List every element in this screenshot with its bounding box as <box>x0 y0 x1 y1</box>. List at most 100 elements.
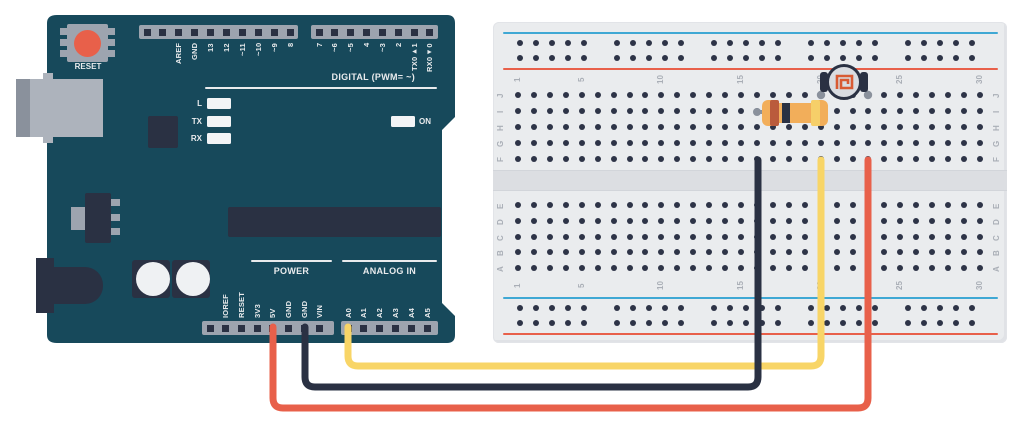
breadboard-rail-hole[interactable] <box>581 40 587 46</box>
pin-digital-left-13[interactable] <box>207 28 215 36</box>
breadboard-hole-A30[interactable] <box>976 265 983 271</box>
breadboard-rail-hole[interactable] <box>921 305 927 311</box>
breadboard-hole-H17[interactable] <box>769 124 776 130</box>
breadboard-hole-F22[interactable] <box>849 156 856 162</box>
breadboard-rail-hole[interactable] <box>549 55 555 61</box>
breadboard-rail-hole[interactable] <box>565 320 571 326</box>
breadboard-hole-J7[interactable] <box>610 92 617 98</box>
breadboard-hole-E9[interactable] <box>642 202 649 208</box>
breadboard-hole-C21[interactable] <box>833 233 840 240</box>
pin-digital-right-4[interactable] <box>363 28 371 36</box>
breadboard-hole-B1[interactable] <box>515 249 521 255</box>
breadboard-hole-H25[interactable] <box>897 124 904 130</box>
breadboard-hole-I23[interactable] <box>865 108 872 114</box>
breadboard-rail-hole[interactable] <box>727 305 733 311</box>
breadboard-hole-I12[interactable] <box>690 108 697 114</box>
breadboard-hole-H4[interactable] <box>562 124 569 130</box>
breadboard-hole-G12[interactable] <box>690 140 697 146</box>
breadboard-hole-D7[interactable] <box>610 218 617 224</box>
breadboard-hole-H8[interactable] <box>626 124 633 130</box>
breadboard-hole-I26[interactable] <box>913 108 920 114</box>
breadboard-rail-hole[interactable] <box>565 305 571 311</box>
breadboard-rail-hole[interactable] <box>808 40 814 46</box>
breadboard-hole-J26[interactable] <box>913 92 920 98</box>
breadboard-hole-F14[interactable] <box>722 156 729 162</box>
breadboard-rail-hole[interactable] <box>969 320 975 326</box>
breadboard-hole-I8[interactable] <box>626 108 633 114</box>
breadboard-hole-I10[interactable] <box>658 108 665 114</box>
breadboard-rail-hole[interactable] <box>775 40 781 46</box>
breadboard-hole-A27[interactable] <box>929 265 936 271</box>
breadboard-hole-A19[interactable] <box>801 265 808 271</box>
breadboard-hole-D21[interactable] <box>833 218 840 224</box>
breadboard-hole-B4[interactable] <box>562 249 569 255</box>
breadboard-rail-hole[interactable] <box>969 305 975 311</box>
pin-power-3V3[interactable] <box>253 324 261 332</box>
breadboard-hole-B17[interactable] <box>769 249 776 255</box>
breadboard-hole-J30[interactable] <box>976 92 983 98</box>
breadboard-rail-hole[interactable] <box>937 40 943 46</box>
breadboard-rail-hole[interactable] <box>905 40 911 46</box>
breadboard-hole-H18[interactable] <box>785 124 792 130</box>
breadboard-rail-hole[interactable] <box>937 320 943 326</box>
wire-5v-5V-to-F23[interactable] <box>269 156 872 412</box>
breadboard-hole-E25[interactable] <box>897 202 904 208</box>
breadboard-hole-I21[interactable] <box>833 108 840 114</box>
breadboard-hole-D22[interactable] <box>849 218 856 224</box>
breadboard-hole-F15[interactable] <box>738 156 745 162</box>
breadboard-rail-hole[interactable] <box>856 320 862 326</box>
breadboard-hole-J1[interactable] <box>515 92 521 98</box>
breadboard-rail-hole[interactable] <box>856 40 862 46</box>
breadboard-hole-C4[interactable] <box>562 233 569 240</box>
pin-digital-left-1[interactable] <box>159 28 167 36</box>
breadboard-hole-C30[interactable] <box>976 233 983 240</box>
breadboard-rail-hole[interactable] <box>630 40 636 46</box>
breadboard-hole-G21[interactable] <box>833 140 840 146</box>
breadboard-hole-C8[interactable] <box>626 233 633 240</box>
breadboard-rail-hole[interactable] <box>953 40 959 46</box>
breadboard-rail-hole[interactable] <box>905 305 911 311</box>
breadboard-hole-J2[interactable] <box>530 92 537 98</box>
breadboard-hole-I3[interactable] <box>546 108 553 114</box>
breadboard-hole-D4[interactable] <box>562 218 569 224</box>
breadboard-hole-B24[interactable] <box>881 249 888 255</box>
breadboard-hole-G25[interactable] <box>897 140 904 146</box>
photoresistor[interactable] <box>816 64 873 100</box>
breadboard-hole-I6[interactable] <box>594 108 601 114</box>
breadboard-hole-H9[interactable] <box>642 124 649 130</box>
breadboard-rail-hole[interactable] <box>775 55 781 61</box>
breadboard-hole-B13[interactable] <box>706 249 713 255</box>
pin-analog-A5[interactable] <box>423 324 431 332</box>
breadboard-rail-hole[interactable] <box>533 55 539 61</box>
breadboard-hole-C1[interactable] <box>515 233 521 240</box>
pin-digital-left-~9[interactable] <box>270 28 278 36</box>
breadboard-hole-C27[interactable] <box>929 233 936 240</box>
breadboard-hole-A18[interactable] <box>785 265 792 271</box>
breadboard-rail-hole[interactable] <box>646 55 652 61</box>
breadboard-hole-G23[interactable] <box>865 140 872 146</box>
breadboard-hole-I28[interactable] <box>945 108 952 114</box>
pin-digital-right-~3[interactable] <box>378 28 386 36</box>
breadboard-hole-H27[interactable] <box>929 124 936 130</box>
pin-digital-left-0[interactable] <box>143 28 151 36</box>
breadboard-hole-C10[interactable] <box>658 233 665 240</box>
pin-power-0[interactable] <box>206 324 214 332</box>
breadboard-rail-hole[interactable] <box>581 320 587 326</box>
breadboard-rail-hole[interactable] <box>549 40 555 46</box>
breadboard-hole-H20[interactable] <box>817 124 824 130</box>
breadboard-hole-G6[interactable] <box>594 140 601 146</box>
breadboard-hole-E6[interactable] <box>594 202 601 208</box>
breadboard-hole-J13[interactable] <box>706 92 713 98</box>
breadboard-hole-F4[interactable] <box>562 156 569 162</box>
breadboard-hole-E26[interactable] <box>913 202 920 208</box>
breadboard-hole-F27[interactable] <box>929 156 936 162</box>
breadboard-rail-hole[interactable] <box>711 55 717 61</box>
breadboard-hole-A25[interactable] <box>897 265 904 271</box>
breadboard-rail-hole[interactable] <box>630 320 636 326</box>
breadboard-hole-D28[interactable] <box>945 218 952 224</box>
breadboard-hole-E1[interactable] <box>515 202 521 208</box>
breadboard-hole-H10[interactable] <box>658 124 665 130</box>
breadboard-hole-H5[interactable] <box>578 124 585 130</box>
breadboard-hole-I7[interactable] <box>610 108 617 114</box>
breadboard-hole-H26[interactable] <box>913 124 920 130</box>
